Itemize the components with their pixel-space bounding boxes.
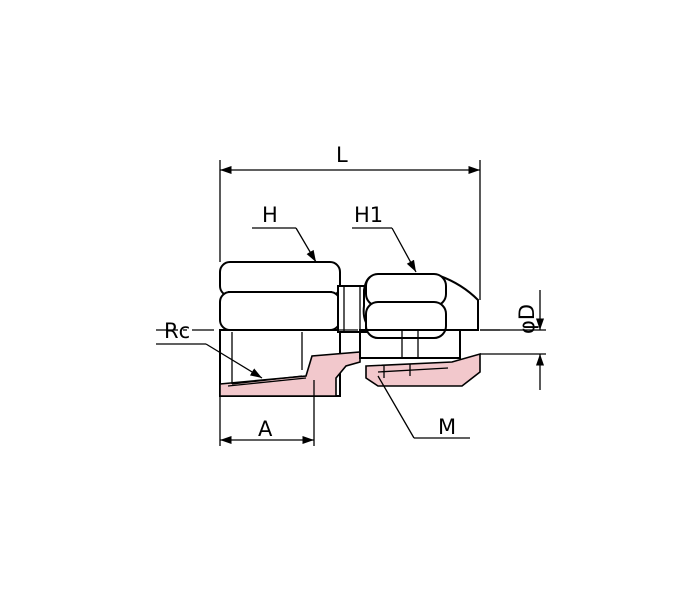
hex-nut-left	[219, 261, 341, 331]
dimension-phi-d: φD	[480, 290, 546, 390]
label-m: M	[438, 415, 456, 439]
label-h: H	[262, 203, 278, 227]
label-h1: H1	[354, 203, 383, 227]
label-a: A	[258, 417, 273, 441]
left-section-fill	[219, 351, 361, 397]
dimension-l: L	[219, 143, 481, 300]
right-section-lines	[377, 364, 449, 378]
rc-thread	[227, 332, 307, 387]
connector-neck	[337, 285, 367, 333]
label-phi-d: φD	[515, 304, 539, 334]
leader-h: H	[252, 203, 317, 263]
leader-h1: H1	[352, 203, 417, 273]
leader-rc: Rc	[156, 319, 263, 379]
hex-nut-right	[362, 273, 479, 339]
dimension-a: A	[219, 380, 315, 446]
label-l: L	[336, 143, 348, 167]
label-rc: Rc	[164, 319, 190, 343]
leader-m: M	[377, 375, 470, 439]
